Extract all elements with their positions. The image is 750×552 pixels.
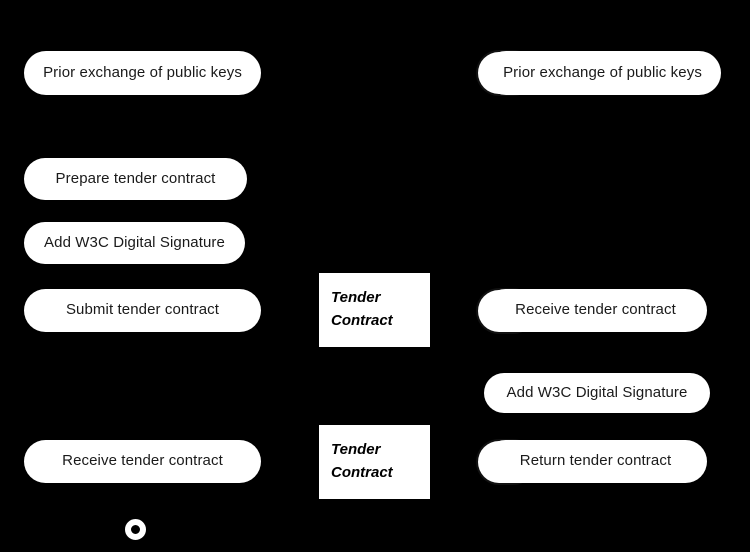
- object-node-tender-contract-top[interactable]: Tender Contract: [318, 272, 431, 348]
- action-node-return-tender-contract[interactable]: Return tender contract: [484, 440, 707, 483]
- action-node-add-w3c-digital-signature-right[interactable]: Add W3C Digital Signature: [484, 373, 710, 413]
- action-node-receive-tender-contract-right[interactable]: Receive tender contract: [484, 289, 707, 332]
- activity-final-node-icon: [125, 519, 146, 540]
- object-node-label-line2: Contract: [331, 311, 393, 329]
- object-node-tender-contract-bottom[interactable]: Tender Contract: [318, 424, 431, 500]
- action-node-prior-exchange-right[interactable]: Prior exchange of public keys: [484, 51, 721, 95]
- action-node-submit-tender-contract[interactable]: Submit tender contract: [24, 289, 261, 332]
- action-node-prior-exchange-left[interactable]: Prior exchange of public keys: [24, 51, 261, 95]
- action-node-prepare-tender-contract[interactable]: Prepare tender contract: [24, 158, 247, 200]
- object-node-label-line1: Tender: [331, 441, 381, 458]
- action-node-add-w3c-digital-signature-left[interactable]: Add W3C Digital Signature: [24, 222, 245, 264]
- action-node-receive-tender-contract-left[interactable]: Receive tender contract: [24, 440, 261, 483]
- object-node-label-line2: Contract: [331, 463, 393, 481]
- object-node-label-line1: Tender: [331, 289, 381, 306]
